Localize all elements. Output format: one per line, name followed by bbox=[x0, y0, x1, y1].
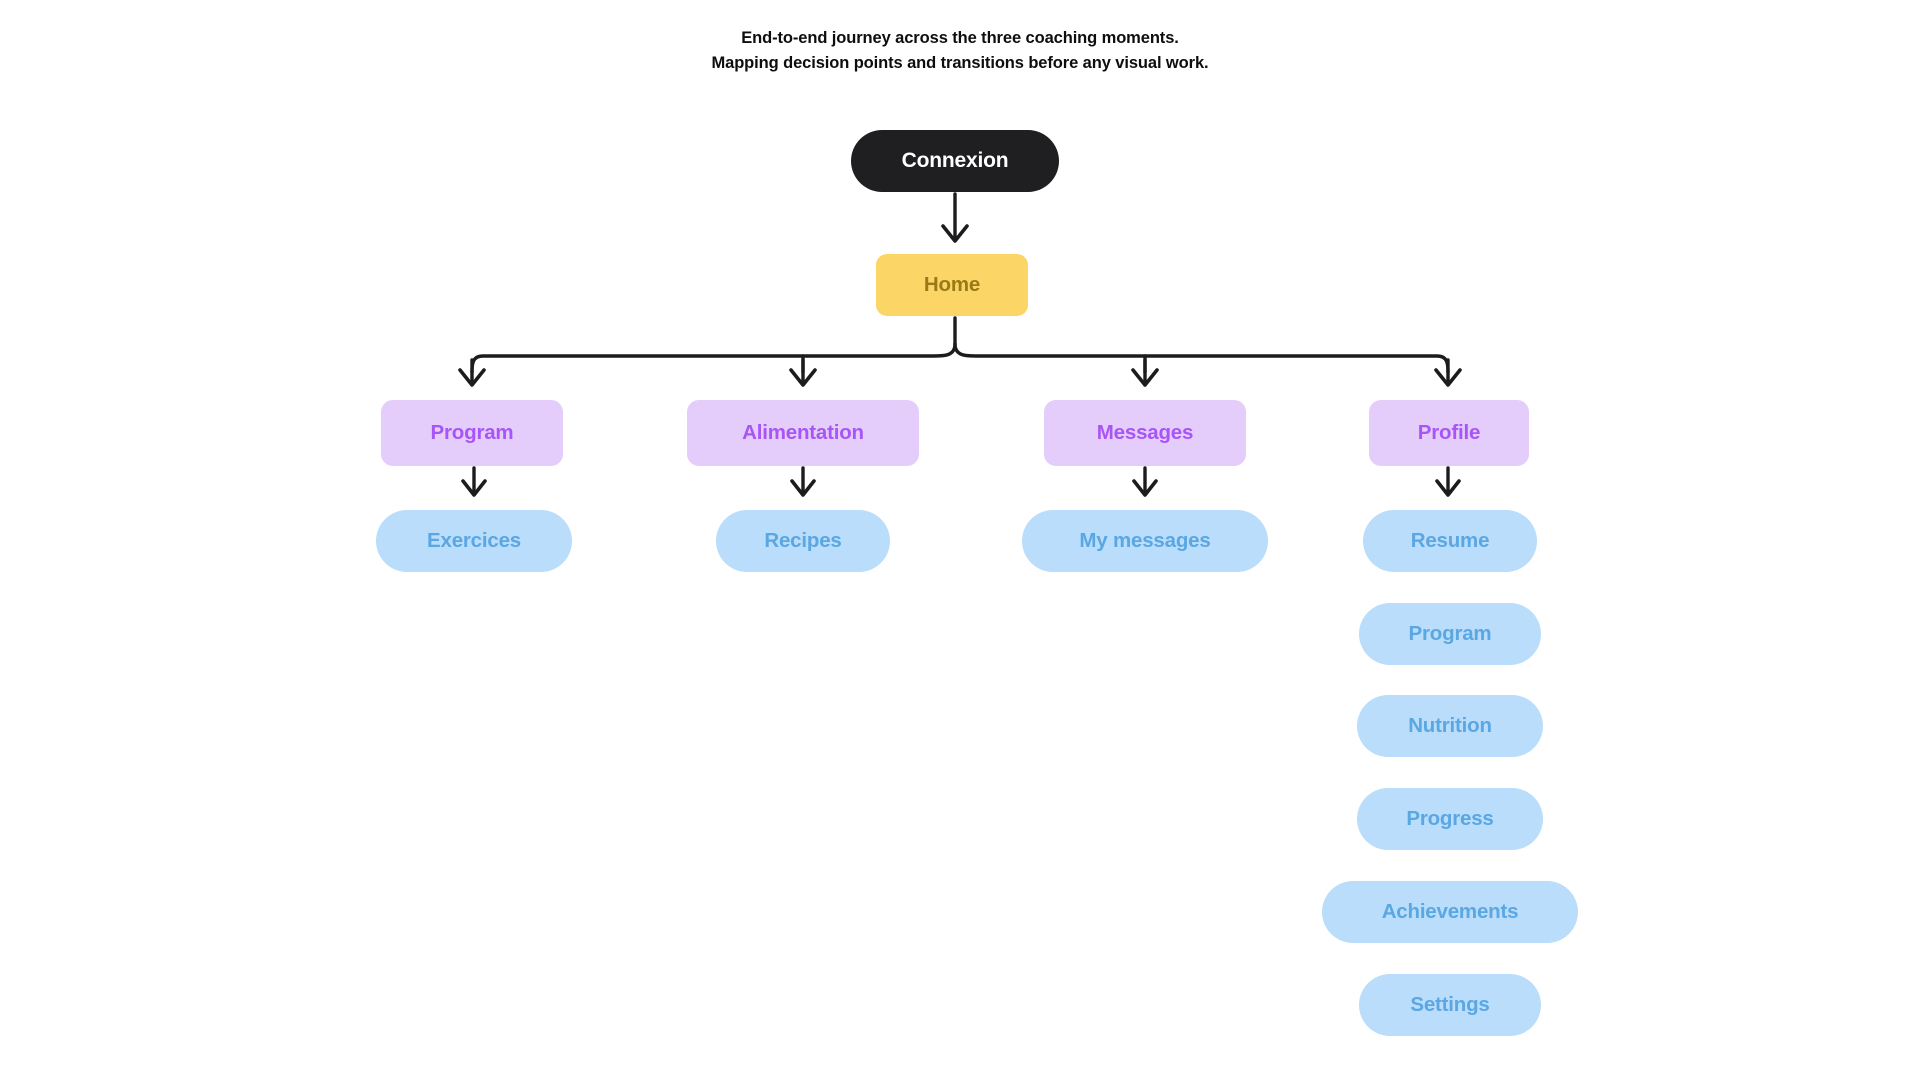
node-nutrition-label: Nutrition bbox=[1408, 714, 1492, 737]
edge-messages-to-my-messages bbox=[1132, 466, 1158, 497]
node-connexion[interactable]: Connexion bbox=[851, 130, 1059, 192]
edge-alimentation-to-recipes bbox=[790, 466, 816, 497]
node-exercices[interactable]: Exercices bbox=[376, 510, 572, 572]
node-messages-section[interactable]: Messages bbox=[1044, 400, 1246, 466]
edge-program-to-exercices bbox=[461, 466, 487, 497]
node-nutrition[interactable]: Nutrition bbox=[1357, 695, 1543, 757]
node-home-label: Home bbox=[923, 273, 981, 296]
node-resume[interactable]: Resume bbox=[1363, 510, 1537, 572]
node-messages-section-label: Messages bbox=[1096, 421, 1194, 444]
node-profile-program-label: Program bbox=[1408, 622, 1492, 645]
edge-arrow-to-messages bbox=[1131, 358, 1159, 387]
node-my-messages[interactable]: My messages bbox=[1022, 510, 1268, 572]
node-achievements[interactable]: Achievements bbox=[1322, 881, 1578, 943]
edge-profile-to-resume bbox=[1435, 466, 1461, 497]
node-profile-section[interactable]: Profile bbox=[1369, 400, 1529, 466]
node-home[interactable]: Home bbox=[876, 254, 1028, 316]
node-program-section-label: Program bbox=[430, 421, 514, 444]
node-profile-section-label: Profile bbox=[1417, 421, 1481, 444]
node-my-messages-label: My messages bbox=[1079, 529, 1211, 552]
node-profile-program[interactable]: Program bbox=[1359, 603, 1541, 665]
node-exercices-label: Exercices bbox=[427, 529, 521, 552]
node-alimentation-section[interactable]: Alimentation bbox=[687, 400, 919, 466]
node-achievements-label: Achievements bbox=[1381, 900, 1519, 923]
node-recipes-label: Recipes bbox=[764, 529, 842, 552]
node-settings[interactable]: Settings bbox=[1359, 974, 1541, 1036]
edge-connexion-to-home bbox=[941, 192, 969, 243]
edge-arrow-to-program bbox=[458, 358, 486, 387]
node-progress-label: Progress bbox=[1406, 807, 1494, 830]
node-alimentation-section-label: Alimentation bbox=[742, 421, 864, 444]
node-progress[interactable]: Progress bbox=[1357, 788, 1543, 850]
edge-home-branch-bus bbox=[470, 316, 1450, 374]
node-settings-label: Settings bbox=[1410, 993, 1490, 1016]
node-resume-label: Resume bbox=[1410, 529, 1490, 552]
node-recipes[interactable]: Recipes bbox=[716, 510, 890, 572]
node-connexion-label: Connexion bbox=[901, 149, 1009, 172]
edge-arrow-to-profile bbox=[1434, 358, 1462, 387]
edge-arrow-to-alimentation bbox=[789, 358, 817, 387]
node-program-section[interactable]: Program bbox=[381, 400, 563, 466]
